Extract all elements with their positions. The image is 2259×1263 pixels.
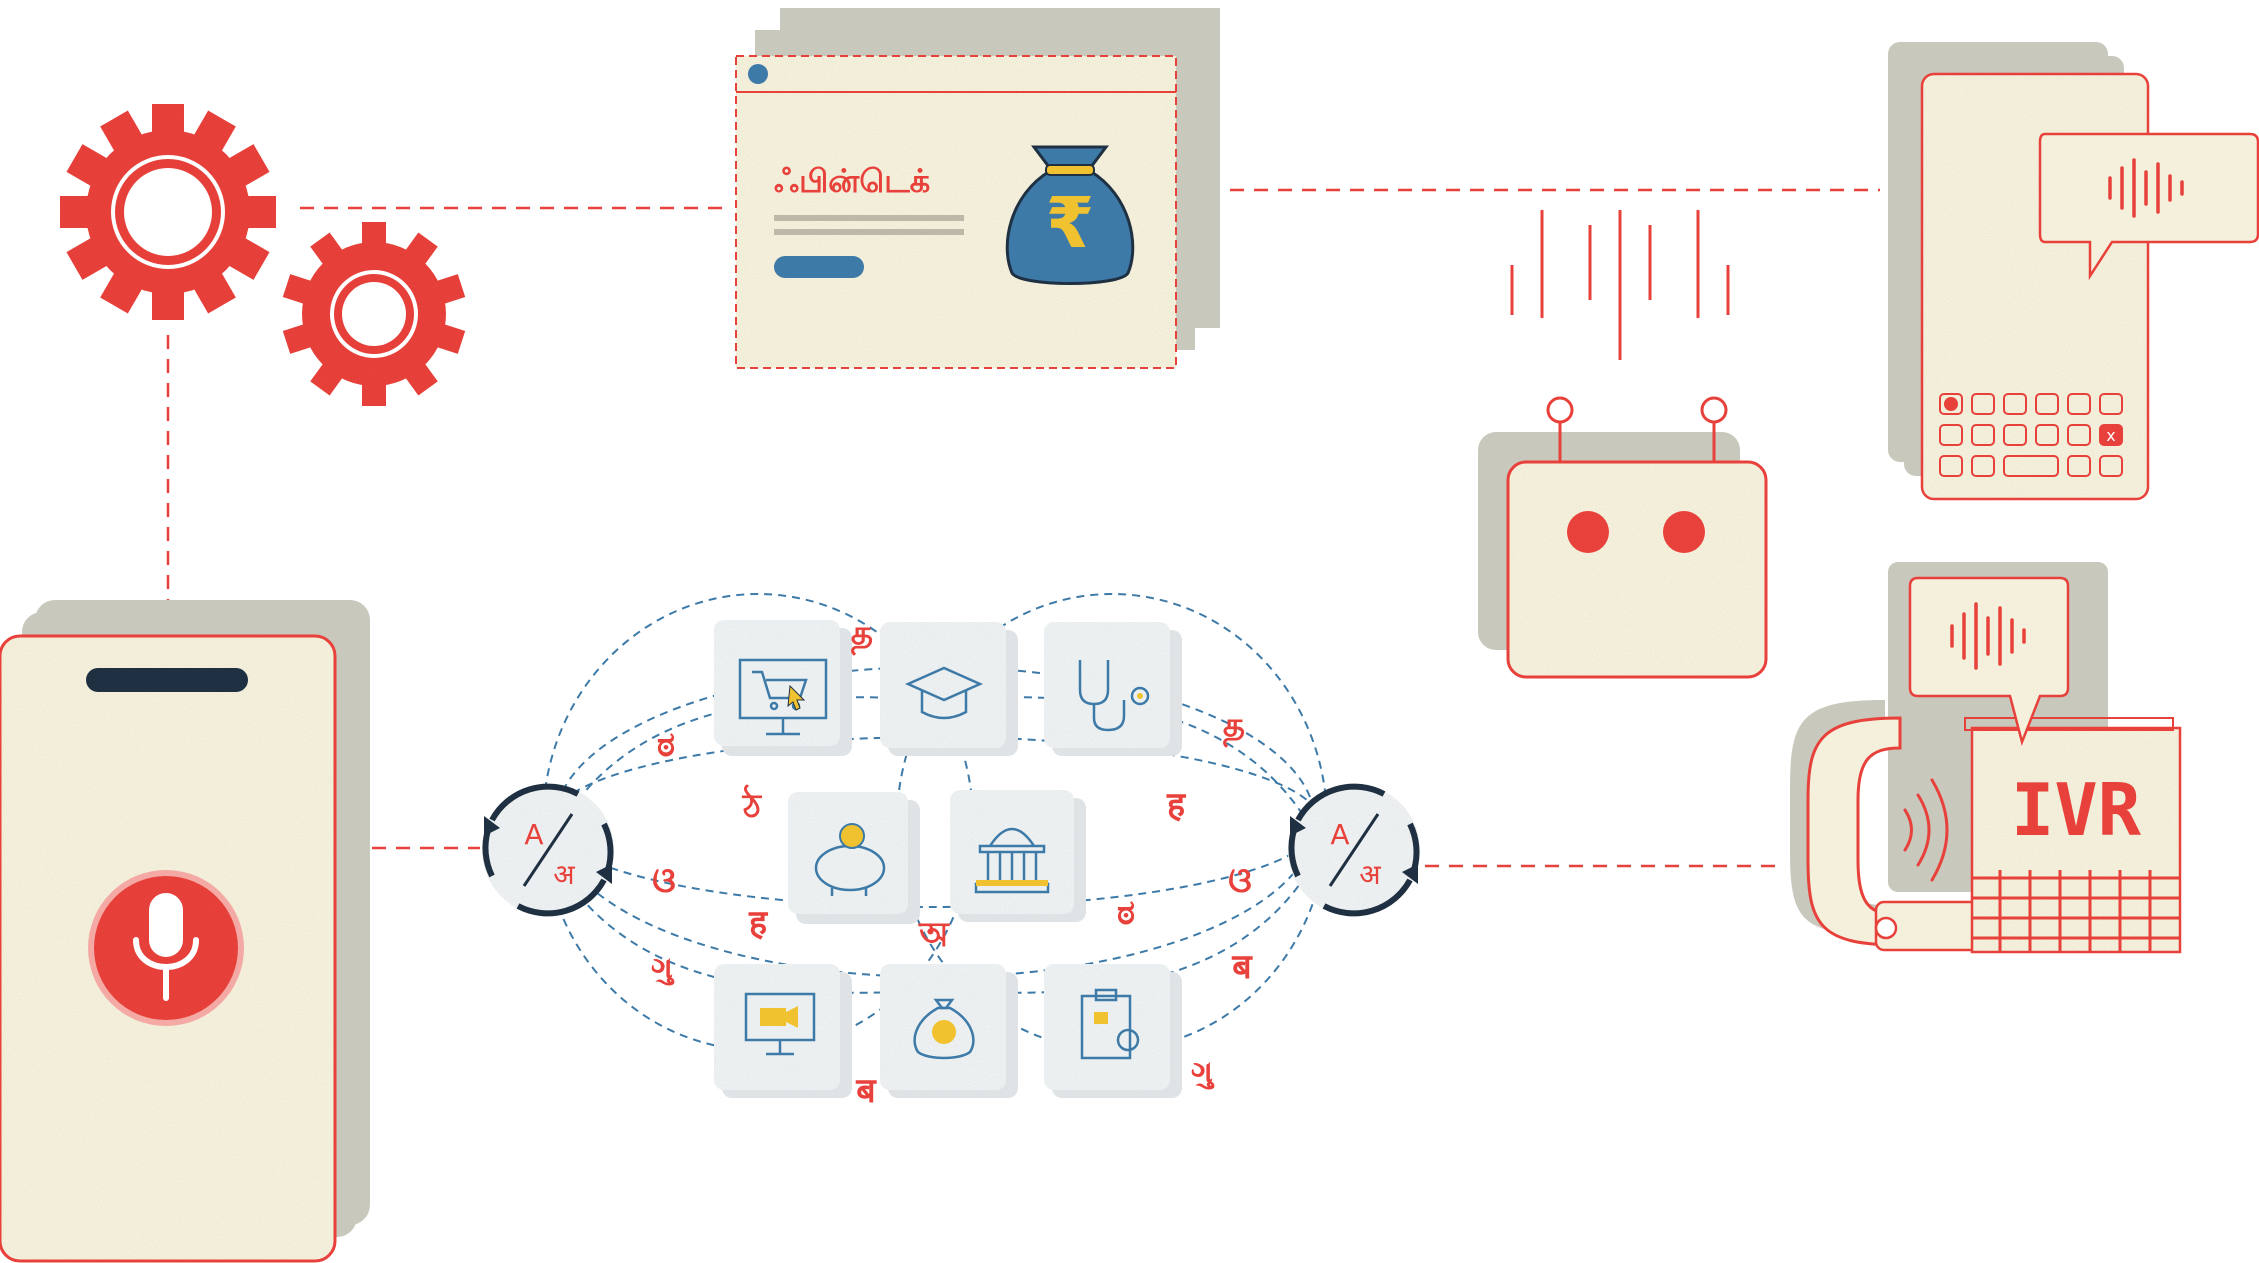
script-glyph: ब [855, 1071, 877, 1111]
language-network: த ಠ த ঠ ह ଓ ଓ ह অ ಠ ગુ ब ब ગુ A अ [482, 593, 1420, 1111]
translate-badge-left: A अ [482, 783, 614, 917]
tile-video [714, 964, 852, 1098]
robot-eye-icon [1567, 511, 1609, 553]
script-glyph: ह [748, 903, 769, 943]
keypad [1939, 393, 2123, 477]
clipboard-icon [1080, 988, 1140, 1060]
script-glyph: த [1223, 705, 1245, 748]
microphone-icon [133, 893, 199, 1001]
script-glyph: ગુ [651, 951, 675, 986]
script-glyph: ଓ [1228, 861, 1251, 901]
script-glyph: ಠ [657, 725, 675, 765]
ivr-label: IVR [2011, 768, 2142, 852]
script-glyph: ଓ [652, 861, 675, 901]
tile-education [880, 622, 1018, 756]
tile-ecommerce [714, 620, 852, 756]
speech-bubble-icon [1908, 576, 2070, 747]
stethoscope-icon [1078, 660, 1150, 732]
translate-badge-right: A अ [1288, 783, 1420, 917]
robot-eye-icon [1663, 511, 1705, 553]
tile-savings [788, 792, 920, 924]
mobile-phone [0, 600, 370, 1263]
rupee-symbol: ₹ [1046, 182, 1095, 264]
money-bag-icon: ₹ [1005, 145, 1135, 285]
robot-icon [1478, 210, 1768, 679]
script-glyph: த [851, 613, 873, 656]
script-glyph: ब [1231, 947, 1253, 987]
tile-health [1044, 622, 1182, 756]
category-tiles [714, 620, 1182, 1098]
connector-lines [166, 188, 1880, 868]
script-glyph: ગુ [1191, 1055, 1215, 1090]
translate-devanagari-letter: अ [553, 858, 575, 891]
tile-money [880, 964, 1018, 1098]
translate-latin-letter: A [524, 818, 543, 851]
script-glyphs: த ಠ த ঠ ह ଓ ଓ ह অ ಠ ગુ ब ब ગુ [651, 613, 1253, 1111]
speech-bubble-icon [2038, 132, 2259, 281]
ivr-illustration: IVR [1790, 562, 2182, 954]
graduation-cap-icon [904, 666, 984, 720]
microphone-button[interactable] [88, 870, 244, 1026]
gears-icon [60, 104, 466, 406]
small-gear-icon [282, 222, 466, 406]
ivr-keypad-grid [1972, 870, 2180, 952]
translate-devanagari-letter: अ [1359, 858, 1381, 891]
tile-government [950, 790, 1086, 922]
translate-latin-letter: A [1330, 818, 1349, 851]
fintech-card: ஃபின்டெக் ₹ [735, 8, 1220, 369]
script-glyph: অ [918, 915, 950, 955]
phone-notch [86, 668, 248, 692]
script-glyph: ಠ [1117, 893, 1135, 933]
money-bag-icon [913, 998, 975, 1060]
script-glyph: ह [1166, 785, 1187, 825]
government-building-icon [974, 827, 1050, 894]
fintech-button [774, 256, 864, 278]
video-monitor-icon [744, 992, 816, 1056]
tile-documents [1044, 964, 1182, 1098]
feature-phone: x [1888, 42, 2259, 501]
script-glyph: ঠ [742, 784, 763, 827]
browser-dot-icon [748, 64, 768, 84]
clear-key-label: x [2106, 426, 2115, 445]
fintech-title: ஃபின்டெக் [774, 162, 930, 200]
large-gear-icon [60, 104, 276, 320]
